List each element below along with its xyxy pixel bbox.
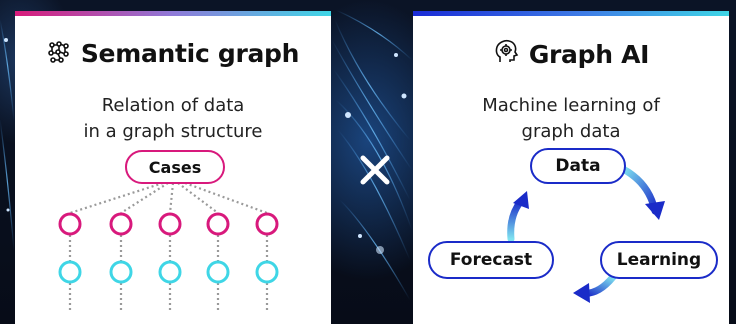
node-bottom — [255, 260, 279, 284]
graph-ai-card: Graph AI Machine learning of graph data — [413, 11, 729, 324]
cycle-arrow — [507, 197, 525, 243]
card-subtitle: Relation of data in a graph structure — [15, 93, 331, 145]
subtitle-line: Machine learning of — [482, 95, 660, 116]
card-title-row: Graph AI — [413, 39, 729, 69]
arrowhead — [645, 201, 665, 220]
card-title: Semantic graph — [80, 39, 300, 68]
card-subtitle: Machine learning of graph data — [413, 93, 729, 145]
forecast-node: Forecast — [428, 241, 554, 279]
learning-cycle — [507, 165, 665, 303]
node-top — [58, 212, 82, 236]
node-top — [158, 212, 182, 236]
card-title: Graph AI — [528, 39, 650, 69]
node-top — [255, 212, 279, 236]
times-icon — [355, 150, 395, 190]
node-bottom — [58, 260, 82, 284]
card-accent-strip — [15, 11, 331, 16]
data-node: Data — [530, 148, 626, 184]
edge — [168, 182, 175, 214]
graph-tree — [58, 181, 279, 311]
card-accent-strip — [413, 11, 729, 16]
cases-node: Cases — [125, 150, 225, 184]
subtitle-line: in a graph structure — [83, 121, 263, 142]
learning-node: Learning — [600, 241, 718, 279]
node-bottom — [206, 260, 230, 284]
semantic-graph-card: Semantic graph Relation of data in a gra… — [15, 11, 331, 324]
edge — [177, 182, 219, 214]
node-bottom — [109, 260, 133, 284]
node-top — [206, 212, 230, 236]
arrowhead — [573, 283, 590, 303]
ai-head-icon — [493, 39, 519, 69]
subtitle-line: Relation of data — [101, 95, 245, 116]
edge — [184, 181, 268, 215]
tree-edges — [68, 181, 269, 311]
node-bottom — [158, 260, 182, 284]
card-title-row: Semantic graph — [15, 39, 331, 68]
subtitle-line: graph data — [521, 121, 621, 142]
arrowhead — [513, 191, 529, 209]
node-top — [109, 212, 133, 236]
semantic-graph-icon — [47, 40, 71, 68]
edge — [120, 182, 169, 214]
edge — [69, 181, 164, 215]
